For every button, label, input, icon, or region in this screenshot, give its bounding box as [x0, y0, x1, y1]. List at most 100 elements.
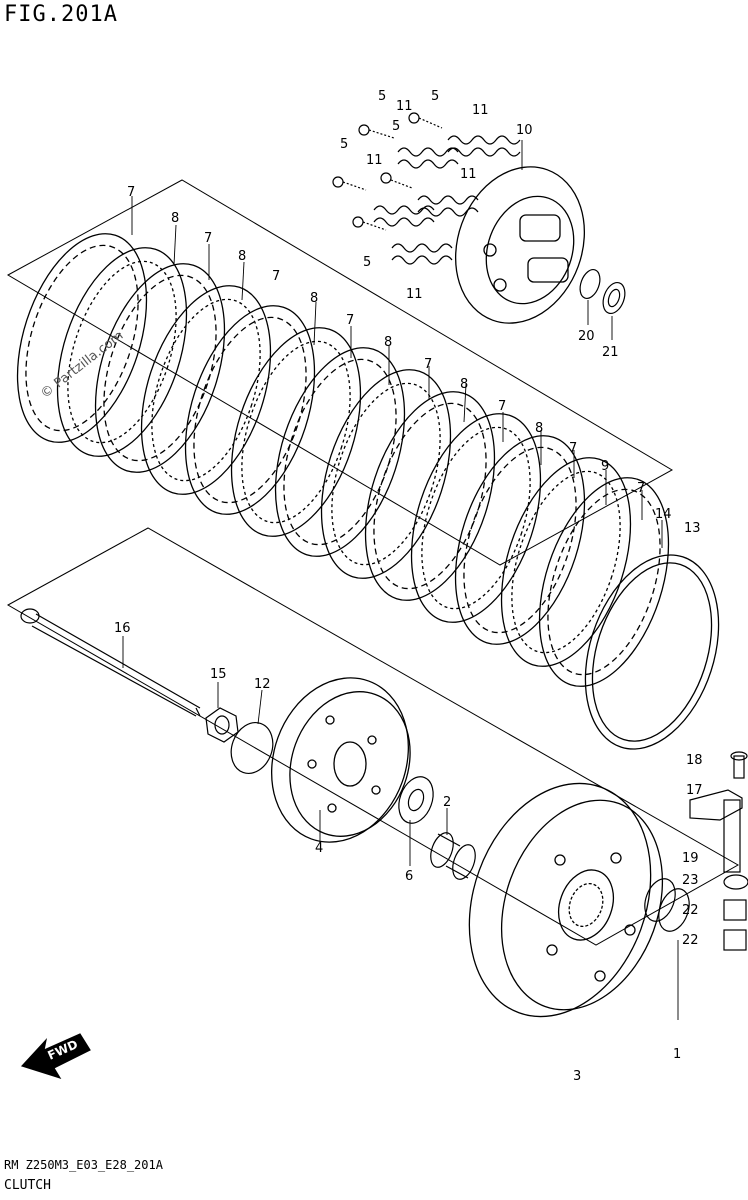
bolt — [358, 124, 395, 139]
clutch-housing-3 — [468, 782, 664, 1018]
plate — [184, 305, 316, 515]
washer-6-inner — [407, 788, 425, 812]
lower-group-box — [6, 527, 740, 946]
spring — [397, 147, 459, 169]
plate — [331, 382, 441, 566]
upper-group-box — [6, 179, 674, 566]
pressure-plate — [454, 166, 586, 324]
callout-labels: 1 2 3 4 5 5 5 5 5 6 7 7 7 7 7 7 7 7 8 8 … — [114, 89, 703, 1084]
callout-13: 13 — [684, 521, 701, 536]
callout-19: 19 — [682, 851, 699, 866]
callout-16: 16 — [114, 621, 131, 636]
nut-15-hole — [214, 715, 230, 735]
callout-14: 14 — [655, 507, 672, 522]
callout-8e: 8 — [460, 377, 468, 392]
callout-8b: 8 — [238, 249, 246, 264]
plate — [421, 426, 531, 610]
callout-7g: 7 — [569, 441, 577, 456]
callout-8c: 8 — [310, 291, 318, 306]
plate — [538, 477, 670, 687]
plate — [511, 470, 621, 654]
figure-title: FIG.201A — [4, 2, 118, 27]
spring — [417, 195, 479, 217]
bolt — [380, 172, 413, 189]
callout-7a: 7 — [127, 185, 135, 200]
callout-22a: 22 — [682, 903, 699, 918]
ring-13-inner — [591, 562, 713, 742]
washer-6 — [398, 776, 434, 824]
callout-5e: 5 — [363, 255, 371, 270]
callout-12: 12 — [254, 677, 271, 692]
diagram-name: CLUTCH — [4, 1178, 51, 1193]
callout-20: 20 — [578, 329, 595, 344]
callout-11e: 11 — [406, 287, 423, 302]
callout-8f: 8 — [535, 421, 543, 436]
callout-4: 4 — [315, 841, 323, 856]
plate — [320, 369, 452, 579]
bolt — [352, 216, 387, 231]
callout-17: 17 — [686, 783, 703, 798]
callout-22b: 22 — [682, 933, 699, 948]
callout-5c: 5 — [340, 137, 348, 152]
callout-7b: 7 — [204, 231, 212, 246]
lock-washer-12 — [230, 722, 274, 774]
plate — [364, 391, 496, 601]
nut-15 — [205, 707, 239, 743]
callout-5d: 5 — [392, 119, 400, 134]
spring — [447, 135, 521, 157]
plate — [500, 457, 632, 667]
sleeve-hub-4 — [270, 677, 411, 843]
callout-11a: 11 — [396, 99, 413, 114]
plate — [16, 233, 148, 443]
plate — [454, 435, 586, 645]
release-parts — [689, 751, 748, 951]
bolt — [408, 112, 443, 129]
fwd-arrow-icon — [20, 1033, 91, 1080]
needle-bearing-2 — [430, 832, 476, 880]
callout-3: 3 — [573, 1069, 581, 1084]
spacer-1 — [644, 878, 690, 932]
plate — [151, 298, 261, 482]
callout-2: 2 — [443, 795, 451, 810]
plate — [25, 244, 139, 432]
plate — [547, 488, 661, 676]
plate — [274, 347, 406, 557]
ring-13 — [584, 554, 720, 750]
plate — [56, 247, 188, 457]
callout-8a: 8 — [171, 211, 179, 226]
spring — [391, 243, 453, 265]
bearing-21 — [602, 281, 626, 315]
callout-23: 23 — [682, 873, 699, 888]
callout-5b: 5 — [431, 89, 439, 104]
callout-8d: 8 — [384, 335, 392, 350]
callout-15: 15 — [210, 667, 227, 682]
plate — [373, 402, 487, 590]
callout-7c: 7 — [272, 269, 280, 284]
callout-7f: 7 — [498, 399, 506, 414]
push-rod-16 — [20, 608, 201, 717]
callout-11c: 11 — [366, 153, 383, 168]
plate — [283, 358, 397, 546]
springs-and-bolts — [332, 112, 521, 265]
callout-5a: 5 — [378, 89, 386, 104]
callout-7e: 7 — [424, 357, 432, 372]
washer-20 — [579, 268, 601, 300]
callout-21: 21 — [602, 345, 619, 360]
plate — [103, 274, 217, 462]
callout-18: 18 — [686, 753, 703, 768]
callout-1: 1 — [673, 1047, 681, 1062]
callout-10: 10 — [516, 123, 533, 138]
plate — [193, 316, 307, 504]
callout-11b: 11 — [472, 103, 489, 118]
plate — [463, 446, 577, 634]
clutch-plate-stack — [16, 233, 720, 750]
callout-7h: 7 — [637, 481, 645, 496]
plate — [230, 327, 362, 537]
plate — [94, 263, 226, 473]
spring — [373, 205, 435, 227]
callout-7d: 7 — [346, 313, 354, 328]
plate — [241, 340, 351, 524]
plate — [140, 285, 272, 495]
callout-11d: 11 — [460, 167, 477, 182]
